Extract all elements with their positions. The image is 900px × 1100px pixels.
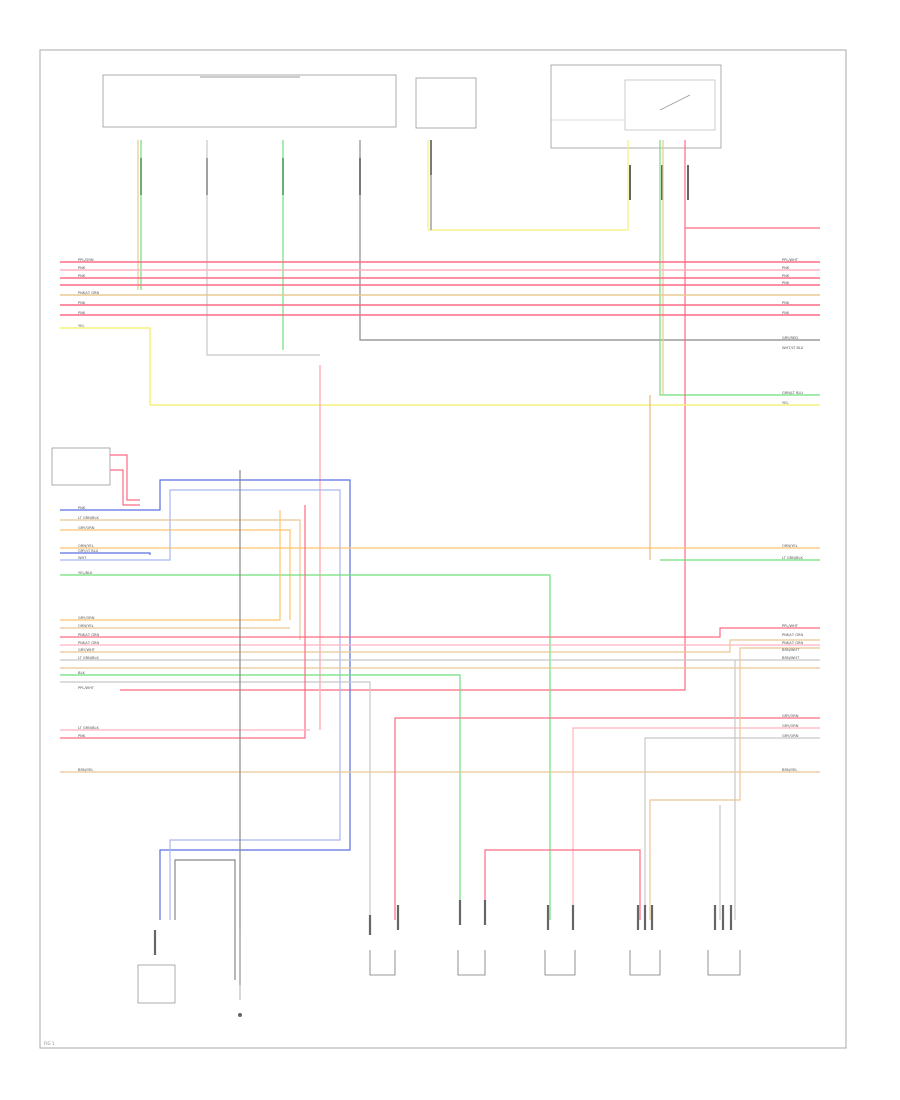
right-wire-label: PNK	[782, 281, 790, 285]
bottom-left-module	[137, 930, 242, 1017]
left-wire-label: ORN/YEL	[78, 624, 94, 628]
left-wire-label: PPL/GRN	[78, 258, 94, 262]
right-wire-label: PNK	[782, 311, 790, 315]
right-wire-label: YEL	[782, 401, 788, 405]
left-wire-label: GRY/WHT	[78, 648, 96, 652]
bottom-sensor-brackets	[369, 950, 741, 976]
right-wire-label: WHT/LT BLU	[782, 346, 804, 350]
right-wire-label: PNK/LT GRN	[782, 641, 804, 645]
right-wire-label: BRN/WHT	[782, 648, 800, 652]
diagram-border	[39, 49, 847, 1049]
right-wire-label: GRY/ORN	[782, 714, 799, 718]
right-wire-label: GRY/RED	[782, 336, 798, 340]
left-wire-label: PNK	[78, 311, 86, 315]
left-wire-label: LT GRN/BLK	[78, 656, 99, 660]
left-wire-label: WHT	[78, 556, 87, 560]
left-wire-label: GRY/ORN	[78, 616, 95, 620]
right-wire-label: LT GRN/BLK	[782, 556, 803, 560]
right-wire-label: GRY/ORN	[782, 734, 799, 738]
data-link-connector-box	[415, 77, 477, 129]
left-wire-label: BRN/YEL	[78, 768, 93, 772]
right-wire-label: PNK/LT GRN	[782, 633, 804, 637]
top-connector-stubs	[140, 140, 689, 200]
middle-wire-field	[60, 470, 820, 985]
left-wire-label: YEL	[78, 324, 84, 328]
right-wire-label: PPL/WHT	[782, 258, 799, 262]
right-label-column: PPL/WHT PNK PNK PNK PNK PNK GRY/RED WHT/LT BLU G…	[782, 258, 804, 772]
right-wire-label: BRN/YEL	[782, 768, 797, 772]
right-wire-label: PNK	[782, 274, 790, 278]
left-wire-label: ORN/YEL	[78, 544, 94, 548]
left-wire-label: GRY/ORN	[78, 526, 95, 530]
top-vertical-wires	[120, 140, 820, 691]
instrument-cluster-box	[102, 74, 397, 128]
right-wire-label: PNK	[782, 266, 790, 270]
page-number: FIG 1	[44, 1041, 55, 1046]
left-connector-box	[51, 447, 140, 506]
left-wire-label: PNK	[78, 301, 86, 305]
right-wire-label: PNK	[782, 301, 790, 305]
left-wire-label: PNK/LT GRN	[78, 291, 100, 295]
left-wire-label: PNK	[78, 734, 86, 738]
left-wire-label: PNK	[78, 274, 86, 278]
right-wire-label: PPL/WHT	[782, 624, 799, 628]
left-wire-label: PNK/LT GRN	[78, 641, 100, 645]
left-label-column: PPL/GRN PNK PNK PNK/LT GRN PNK PNK YEL PNK LT GR…	[78, 258, 100, 772]
right-wire-label: GRY/ORN	[782, 724, 799, 728]
left-wire-label: PNK	[78, 266, 86, 270]
left-wire-label: PPL/WHT	[78, 686, 95, 690]
bottom-connector-stubs	[153, 900, 733, 955]
right-wire-label: BRN/WHT	[782, 656, 800, 660]
left-wire-label: LT GRN/BLK	[78, 726, 99, 730]
left-wire-label: PNK/LT GRN	[78, 633, 100, 637]
left-wire-label: PNK	[78, 506, 86, 510]
horizontal-bus-top	[60, 261, 820, 730]
left-wire-label: YEL/BLK	[78, 571, 93, 575]
left-wire-label: BLK	[78, 671, 85, 675]
fuse-relay-box	[550, 64, 722, 149]
right-wire-label: ORN/YEL	[782, 544, 798, 548]
right-wire-label: GRN/LT BLU	[782, 391, 803, 395]
left-wire-label: LT GRN/BLK	[78, 516, 99, 520]
left-wire-label: GRY/LT BLU	[78, 549, 99, 553]
